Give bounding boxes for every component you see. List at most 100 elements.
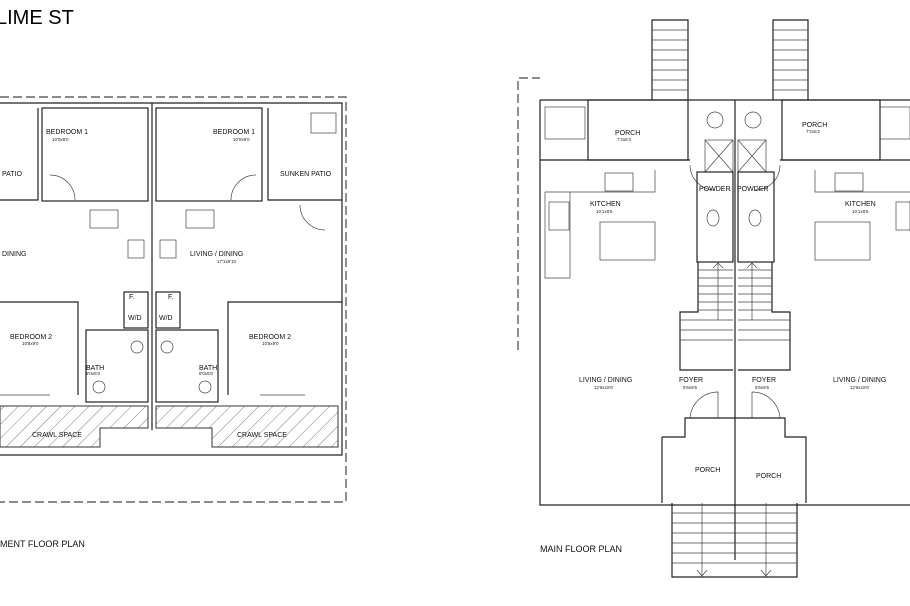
door-swing bbox=[299, 204, 326, 231]
back-porch-right bbox=[781, 99, 881, 161]
crawl-space-label: CRAWL SPACE bbox=[237, 432, 287, 439]
front-stair-treads bbox=[672, 503, 797, 577]
room-dimension: 10'8x9'0 bbox=[22, 341, 39, 346]
basement-exterior-wall bbox=[0, 102, 343, 456]
kitchen-counter-left bbox=[544, 170, 656, 279]
front-stairs bbox=[671, 503, 798, 578]
room-dimension: 8'0x5'0 bbox=[86, 371, 100, 376]
room-dimension: 10'0x9'0 bbox=[52, 137, 69, 142]
room-label: BEDROOM 1 bbox=[213, 129, 255, 136]
laundry-right bbox=[155, 291, 181, 329]
bath-left-walls bbox=[85, 329, 149, 403]
room-dimension: 12'6x18'0 bbox=[850, 385, 869, 390]
stair-icon bbox=[544, 106, 586, 140]
sink-icon bbox=[834, 172, 864, 192]
room-label: PORCH bbox=[695, 467, 720, 474]
main-plan-caption: MAIN FLOOR PLAN bbox=[540, 544, 622, 554]
stove-icon bbox=[185, 209, 215, 229]
stove-icon bbox=[548, 201, 570, 231]
stair-arrow bbox=[712, 262, 758, 320]
room-label: PATIO bbox=[2, 171, 23, 178]
room-dimension: 10'8x9'0 bbox=[262, 341, 279, 346]
room-dimension: 17'1x8'10 bbox=[217, 259, 236, 264]
bedroom2-right-walls bbox=[227, 301, 342, 395]
room-dimension: 7'2x6'2 bbox=[617, 137, 631, 142]
room-dimension: 5'6x5'6 bbox=[755, 385, 769, 390]
room-label: KITCHEN bbox=[845, 201, 876, 208]
fridge-icon bbox=[159, 239, 177, 259]
main-dashed-outline bbox=[517, 77, 540, 350]
room-dimension: 8'0x5'0 bbox=[199, 371, 213, 376]
back-porch-left bbox=[587, 99, 689, 161]
washer-dryer-label: W/D bbox=[159, 315, 173, 322]
room-label: KITCHEN bbox=[590, 201, 621, 208]
stove-icon bbox=[895, 201, 910, 231]
room-dimension: 10'1x8'6 bbox=[596, 209, 613, 214]
crawl-space-left bbox=[0, 405, 149, 448]
stair-arrow bbox=[696, 569, 772, 577]
front-porch-walls bbox=[662, 417, 807, 503]
front-door-swing bbox=[689, 391, 781, 419]
door-swing bbox=[754, 164, 781, 191]
powder-left-walls bbox=[696, 171, 734, 263]
room-label: LIVING / DINING bbox=[833, 377, 886, 384]
kitchen-island bbox=[814, 221, 871, 261]
room-label: SUNKEN PATIO bbox=[280, 171, 332, 178]
stair-icon bbox=[879, 106, 910, 140]
basement-floor-plan: BEDROOM 1 10'0x9'0 BEDROOM 1 10'0x9'0 PA… bbox=[0, 96, 347, 549]
room-label: BEDROOM 1 bbox=[46, 129, 88, 136]
room-label: DINING bbox=[2, 251, 27, 258]
room-label: BATH bbox=[199, 365, 217, 372]
basement-dashed-boundary bbox=[0, 96, 347, 503]
crawl-space-right bbox=[155, 405, 339, 448]
sink-icon bbox=[160, 340, 174, 354]
crawl-space-label: CRAWL SPACE bbox=[32, 432, 82, 439]
sink-icon bbox=[130, 340, 144, 354]
room-label: BATH bbox=[86, 365, 104, 372]
room-label: LIVING / DINING bbox=[190, 251, 243, 258]
bath-right-walls bbox=[155, 329, 219, 403]
bedroom1-left-walls bbox=[41, 107, 149, 202]
kitchen-counter-right bbox=[814, 170, 910, 193]
toilet-icon bbox=[706, 209, 720, 227]
freezer-label: F. bbox=[168, 294, 174, 301]
sink-icon bbox=[604, 172, 634, 192]
toilet-icon bbox=[748, 209, 762, 227]
chase-x bbox=[704, 139, 767, 173]
washer-dryer-label: W/D bbox=[128, 315, 142, 322]
sunken-patio-walls bbox=[267, 108, 342, 201]
powder-right-walls bbox=[737, 171, 775, 263]
room-label: BEDROOM 2 bbox=[10, 334, 52, 341]
room-label: LIVING / DINING bbox=[579, 377, 632, 384]
door-swing bbox=[49, 174, 76, 201]
room-label: FOYER bbox=[752, 377, 776, 384]
stairs-walls bbox=[679, 262, 791, 371]
basement-plan-caption: MENT FLOOR PLAN bbox=[0, 539, 85, 549]
room-label: BEDROOM 2 bbox=[249, 334, 291, 341]
interior-stair-treads bbox=[680, 269, 790, 341]
patio-left-walls bbox=[0, 108, 39, 201]
room-dimension: 7'2x6'2 bbox=[806, 129, 820, 134]
back-stair-treads bbox=[652, 29, 808, 91]
bedroom2-left-walls bbox=[0, 301, 79, 395]
room-label: POWDER bbox=[737, 186, 769, 193]
stair-icon bbox=[310, 112, 337, 134]
laundry-left bbox=[123, 291, 149, 329]
toilet-icon bbox=[92, 380, 106, 394]
room-dimension: 10'1x8'6 bbox=[852, 209, 869, 214]
room-label: PORCH bbox=[756, 473, 781, 480]
bedroom1-right-walls bbox=[155, 107, 263, 202]
room-dimension: 12'6x18'0 bbox=[594, 385, 613, 390]
stove-icon bbox=[89, 209, 119, 229]
room-label: POWDER bbox=[699, 186, 731, 193]
door-swing bbox=[230, 174, 257, 201]
toilet-icon bbox=[198, 380, 212, 394]
mechanical-icon bbox=[744, 111, 762, 129]
mechanical-icon bbox=[706, 111, 724, 129]
kitchen-island bbox=[599, 221, 656, 261]
main-exterior-wall bbox=[539, 99, 910, 506]
drawing-title: LIME ST bbox=[0, 7, 74, 29]
room-dimension: 10'0x9'0 bbox=[233, 137, 250, 142]
room-label: PORCH bbox=[802, 122, 827, 129]
